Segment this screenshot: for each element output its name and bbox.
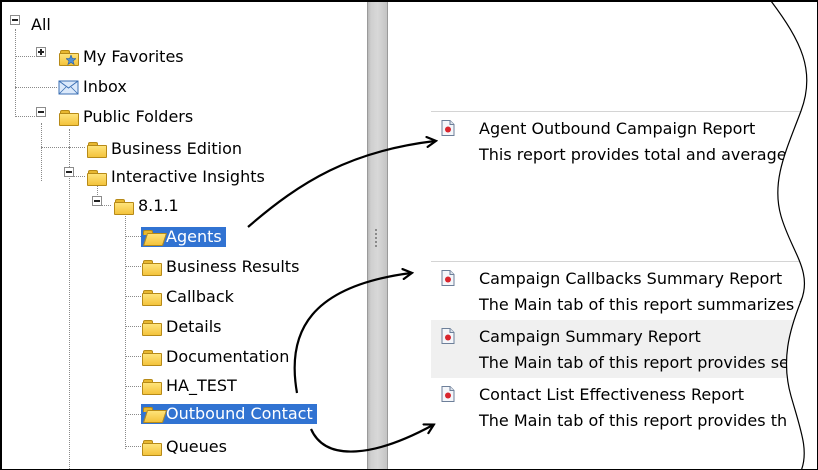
folder-icon — [141, 258, 163, 276]
report-item-campaign-callbacks-summary[interactable]: Campaign Callbacks Summary Report The Ma… — [431, 262, 817, 320]
tree-node-label: Details — [166, 317, 222, 336]
tree-node-business-edition[interactable]: Business Edition — [86, 139, 246, 159]
tree-line — [125, 326, 141, 327]
folder-icon — [141, 288, 163, 306]
tree-line — [125, 296, 141, 297]
favorites-folder-icon — [58, 48, 80, 66]
tree-line — [125, 356, 141, 357]
tree-node-callback[interactable]: Callback — [141, 287, 238, 307]
report-item-contact-list-effectiveness[interactable]: Contact List Effectiveness Report The Ma… — [431, 378, 817, 436]
tree-line — [15, 56, 37, 57]
tree-node-ha-test[interactable]: HA_TEST — [141, 376, 241, 396]
folder-icon — [141, 438, 163, 456]
tree-node-label: My Favorites — [83, 47, 184, 66]
folder-icon — [141, 377, 163, 395]
tree-node-label: Public Folders — [83, 107, 194, 126]
folder-icon — [86, 168, 108, 186]
open-folder-icon — [141, 228, 163, 246]
splitter-grip-icon — [375, 229, 380, 247]
report-title: Contact List Effectiveness Report — [479, 385, 744, 404]
expand-toggle-my-favorites[interactable] — [36, 47, 46, 57]
report-description: The Main tab of this report provides th — [479, 411, 788, 430]
open-folder-icon — [141, 405, 163, 423]
report-icon — [441, 328, 455, 344]
collapse-toggle-version-811[interactable] — [92, 196, 102, 206]
tree-node-agents[interactable]: Agents — [141, 227, 226, 247]
tree-line — [125, 446, 141, 447]
pane-splitter[interactable] — [367, 1, 388, 469]
folder-icon — [113, 197, 135, 215]
tree-node-business-results[interactable]: Business Results — [141, 257, 303, 277]
folder-icon — [58, 108, 80, 126]
tree-node-version-811[interactable]: 8.1.1 — [113, 196, 183, 216]
tree-node-inbox[interactable]: Inbox — [58, 77, 131, 97]
report-item-campaign-summary[interactable]: Campaign Summary Report The Main tab of … — [431, 320, 817, 378]
report-group-agents: Agent Outbound Campaign Report This repo… — [431, 111, 817, 170]
tree-line — [125, 236, 141, 237]
tree-line — [41, 123, 42, 181]
folder-icon — [141, 318, 163, 336]
collapse-toggle-all[interactable] — [10, 15, 20, 25]
tree-line — [69, 129, 70, 469]
report-title: Campaign Summary Report — [479, 327, 701, 346]
tree-node-queues[interactable]: Queues — [141, 437, 231, 457]
report-item-agent-outbound-campaign[interactable]: Agent Outbound Campaign Report This repo… — [431, 112, 817, 170]
tree-node-label: Outbound Contact — [163, 404, 317, 424]
report-description: This report provides total and average — [479, 145, 787, 164]
tree-line — [69, 147, 85, 148]
tree-node-all[interactable]: All — [28, 15, 55, 35]
report-icon — [441, 270, 455, 286]
report-group-outbound-contact: Campaign Callbacks Summary Report The Ma… — [431, 261, 817, 436]
tree-node-label: HA_TEST — [166, 376, 237, 395]
report-title: Agent Outbound Campaign Report — [479, 119, 756, 138]
tree-node-label: Business Edition — [111, 139, 242, 158]
folder-icon — [141, 348, 163, 366]
tree-line — [125, 266, 141, 267]
tree-node-my-favorites[interactable]: My Favorites — [58, 47, 188, 67]
tree-line — [15, 29, 16, 117]
tree-node-label: 8.1.1 — [138, 196, 179, 215]
tree-node-label: Agents — [163, 227, 226, 247]
report-description: The Main tab of this report summarizes t… — [479, 295, 817, 314]
tree-node-details[interactable]: Details — [141, 317, 225, 337]
report-title: Campaign Callbacks Summary Report — [479, 269, 783, 288]
tree-node-label: Inbox — [83, 77, 127, 96]
tree-node-label: Business Results — [166, 257, 300, 276]
tree-node-public-folders[interactable]: Public Folders — [58, 107, 197, 127]
tree-node-label: All — [31, 15, 51, 34]
collapse-toggle-interactive-insights[interactable] — [64, 167, 74, 177]
report-list-panel: Agent Outbound Campaign Report This repo… — [387, 1, 817, 469]
tree-line — [15, 87, 57, 88]
tree-node-label: Callback — [166, 287, 234, 306]
tree-node-outbound-contact[interactable]: Outbound Contact — [141, 404, 317, 424]
tree-node-label: Interactive Insights — [111, 167, 265, 186]
tree-line — [125, 386, 141, 387]
tree-line — [15, 116, 37, 117]
collapse-toggle-public-folders[interactable] — [36, 107, 46, 117]
tree-line — [125, 414, 141, 415]
tree-node-interactive-insights[interactable]: Interactive Insights — [86, 167, 269, 187]
tree-node-label: Queues — [166, 437, 227, 456]
folder-tree: All My Favorites Inbox — [1, 1, 367, 469]
report-icon — [441, 120, 455, 136]
report-icon — [441, 386, 455, 402]
inbox-icon — [58, 78, 80, 96]
report-description: The Main tab of this report provides sev — [479, 353, 799, 372]
tree-node-label: Documentation — [166, 347, 290, 366]
tree-node-documentation[interactable]: Documentation — [141, 347, 293, 367]
folder-icon — [86, 140, 108, 158]
